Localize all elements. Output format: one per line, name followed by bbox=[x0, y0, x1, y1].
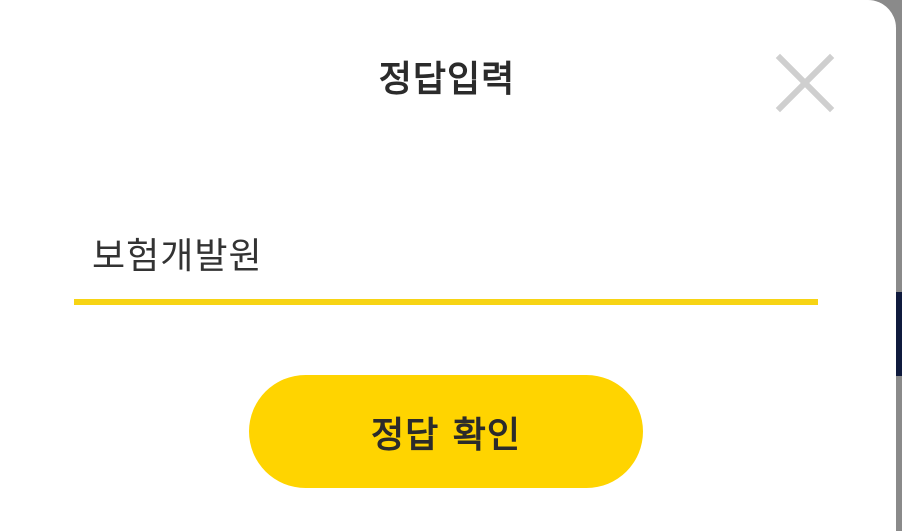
close-button[interactable] bbox=[774, 52, 836, 114]
dialog-title: 정답입력 bbox=[378, 59, 516, 100]
confirm-answer-button[interactable]: 정답 확인 bbox=[249, 375, 643, 488]
answer-underline bbox=[74, 299, 818, 305]
close-icon bbox=[775, 53, 835, 113]
answer-field bbox=[74, 210, 818, 306]
answer-input[interactable] bbox=[74, 210, 818, 296]
